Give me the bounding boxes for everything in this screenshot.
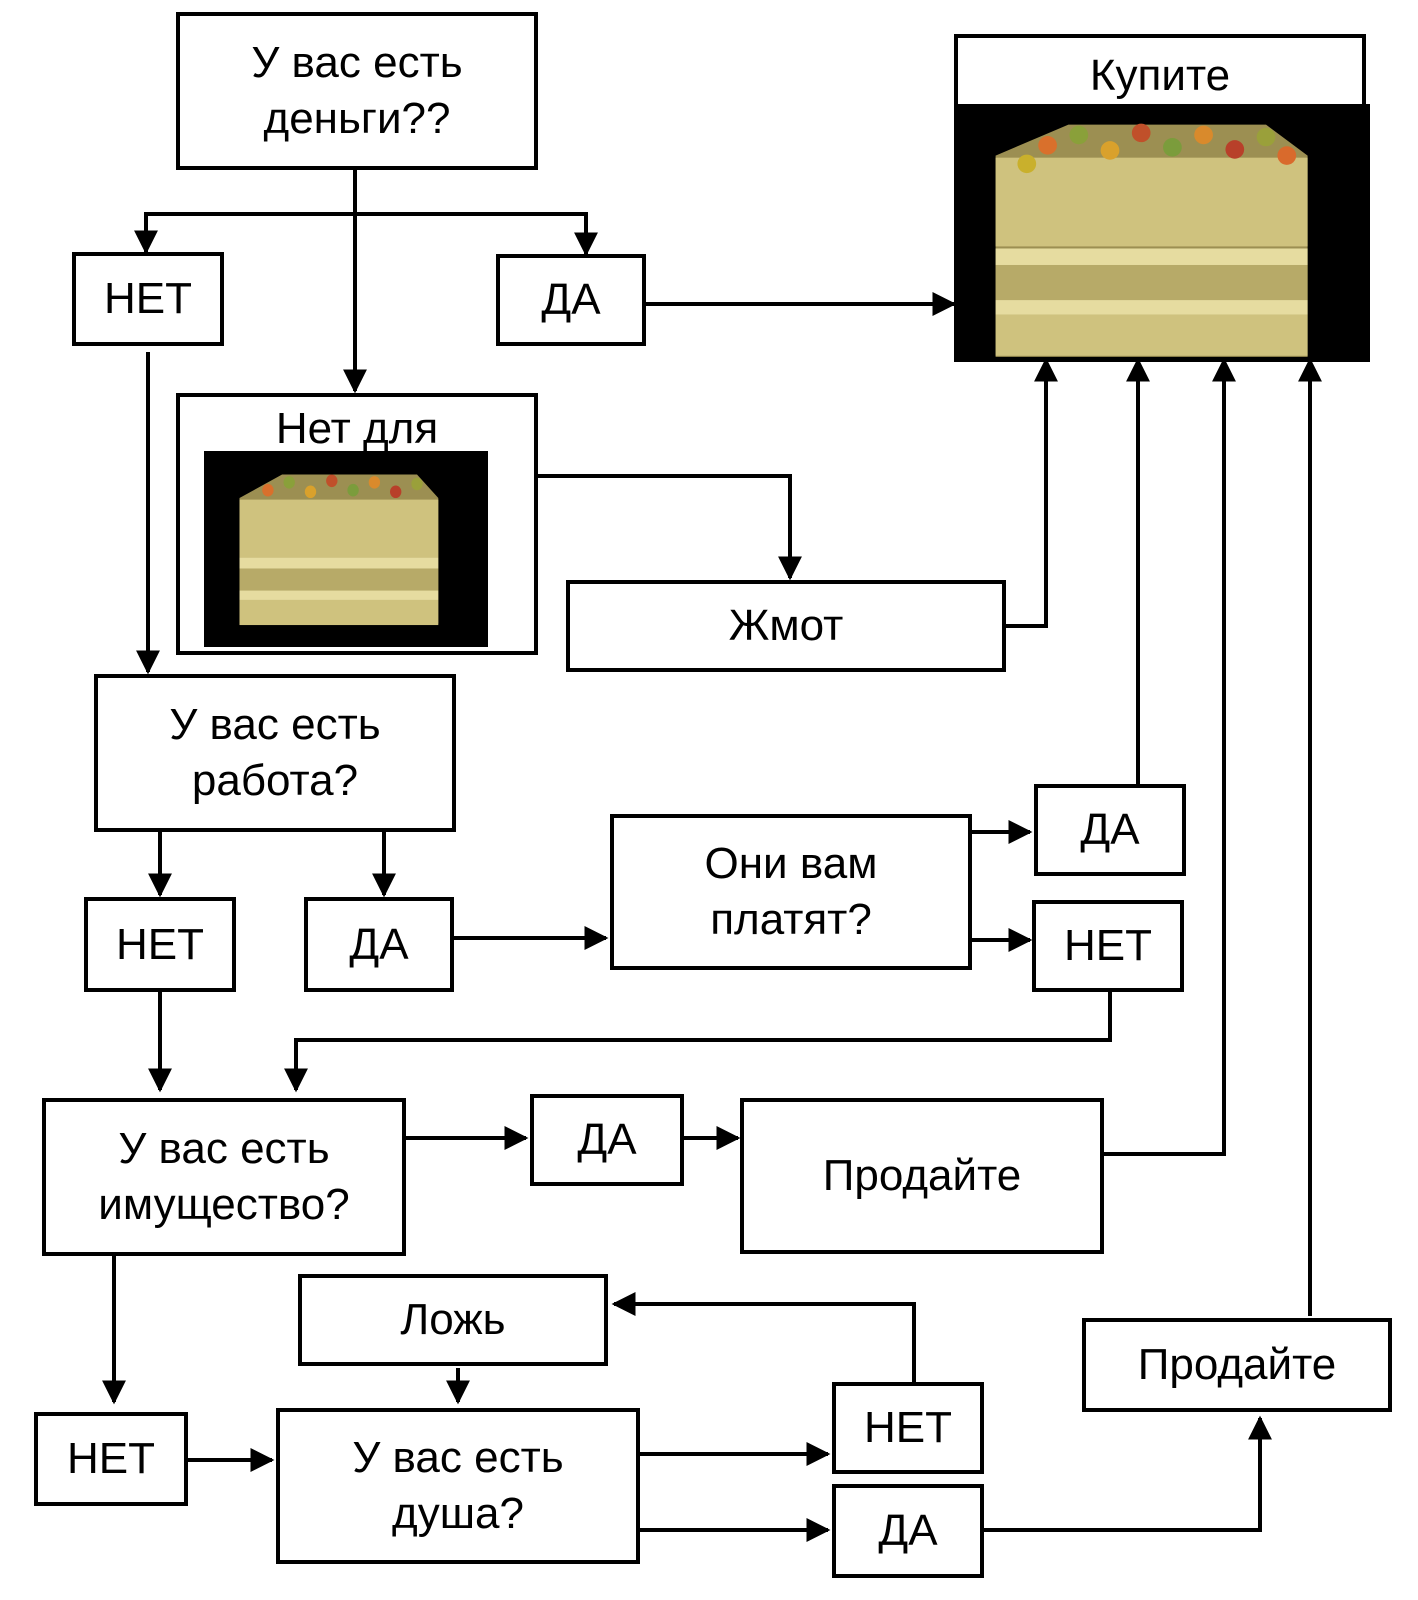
node-no-4: НЕТ xyxy=(34,1412,188,1506)
node-sell-2-label: Продайте xyxy=(1137,1340,1337,1389)
node-cheapskate: Жмот xyxy=(566,580,1006,672)
arrow-yes5-to-sell2 xyxy=(982,1415,1272,1532)
cake-image xyxy=(954,104,1370,362)
node-yes-1: ДА xyxy=(496,254,646,346)
node-have-money-label: У вас есть деньги?? xyxy=(251,38,463,143)
arrow-cheapskate-to-buy xyxy=(1006,357,1058,628)
arrow-no5-to-lie xyxy=(611,1292,916,1382)
node-no-2: НЕТ xyxy=(84,897,236,992)
arrow-no3-to-property xyxy=(284,992,1112,1093)
arrow-money-to-yes xyxy=(355,212,598,257)
arrow-money-to-no xyxy=(134,212,355,255)
node-have-property: У вас есть имущество? xyxy=(42,1098,406,1256)
node-no-3: НЕТ xyxy=(1032,900,1184,992)
cake-icon xyxy=(995,123,1308,357)
cake-image-small xyxy=(204,451,488,647)
node-have-job: У вас есть работа? xyxy=(94,674,456,832)
node-lie-label: Ложь xyxy=(400,1295,506,1344)
node-they-pay-label: Они вам платят? xyxy=(704,839,878,944)
node-have-soul: У вас есть душа? xyxy=(276,1408,640,1564)
node-no-5-label: НЕТ xyxy=(864,1403,952,1452)
node-yes-3: ДА xyxy=(1034,784,1186,876)
cake-icon-small xyxy=(239,474,439,626)
node-sell-1: Продайте xyxy=(740,1098,1104,1254)
node-no-1-label: НЕТ xyxy=(104,274,192,323)
node-yes-3-label: ДА xyxy=(1080,805,1140,854)
arrow-sell1-to-buy xyxy=(1104,357,1236,1156)
node-sell-2: Продайте xyxy=(1082,1318,1392,1412)
node-buy: Купите xyxy=(954,34,1370,362)
node-yes-4: ДА xyxy=(530,1094,684,1186)
node-yes-5-label: ДА xyxy=(878,1506,938,1555)
node-have-property-label: У вас есть имущество? xyxy=(98,1124,350,1229)
node-no-5: НЕТ xyxy=(832,1382,984,1474)
node-no-2-label: НЕТ xyxy=(116,919,204,969)
node-yes-1-label: ДА xyxy=(541,275,601,324)
node-have-money: У вас есть деньги?? xyxy=(176,12,538,170)
node-they-pay: Они вам платят? xyxy=(610,814,972,970)
node-lie: Ложь xyxy=(298,1274,608,1366)
node-no-3-label: НЕТ xyxy=(1064,921,1152,970)
node-not-for-label: Нет для xyxy=(275,404,439,453)
node-buy-label: Купите xyxy=(1089,51,1231,100)
node-cheapskate-label: Жмот xyxy=(728,601,844,650)
node-yes-2: ДА xyxy=(304,897,454,992)
node-yes-4-label: ДА xyxy=(577,1115,637,1164)
node-no-4-label: НЕТ xyxy=(67,1434,155,1483)
node-yes-5: ДА xyxy=(832,1484,984,1578)
node-yes-2-label: ДА xyxy=(349,919,409,969)
arrow-notfor-to-cheapskate xyxy=(538,474,802,581)
node-no-1: НЕТ xyxy=(72,252,224,346)
node-sell-1-label: Продайте xyxy=(822,1151,1022,1200)
node-have-soul-label: У вас есть душа? xyxy=(352,1433,564,1538)
node-have-job-label: У вас есть работа? xyxy=(169,700,381,805)
node-not-for: Нет для xyxy=(176,393,538,655)
